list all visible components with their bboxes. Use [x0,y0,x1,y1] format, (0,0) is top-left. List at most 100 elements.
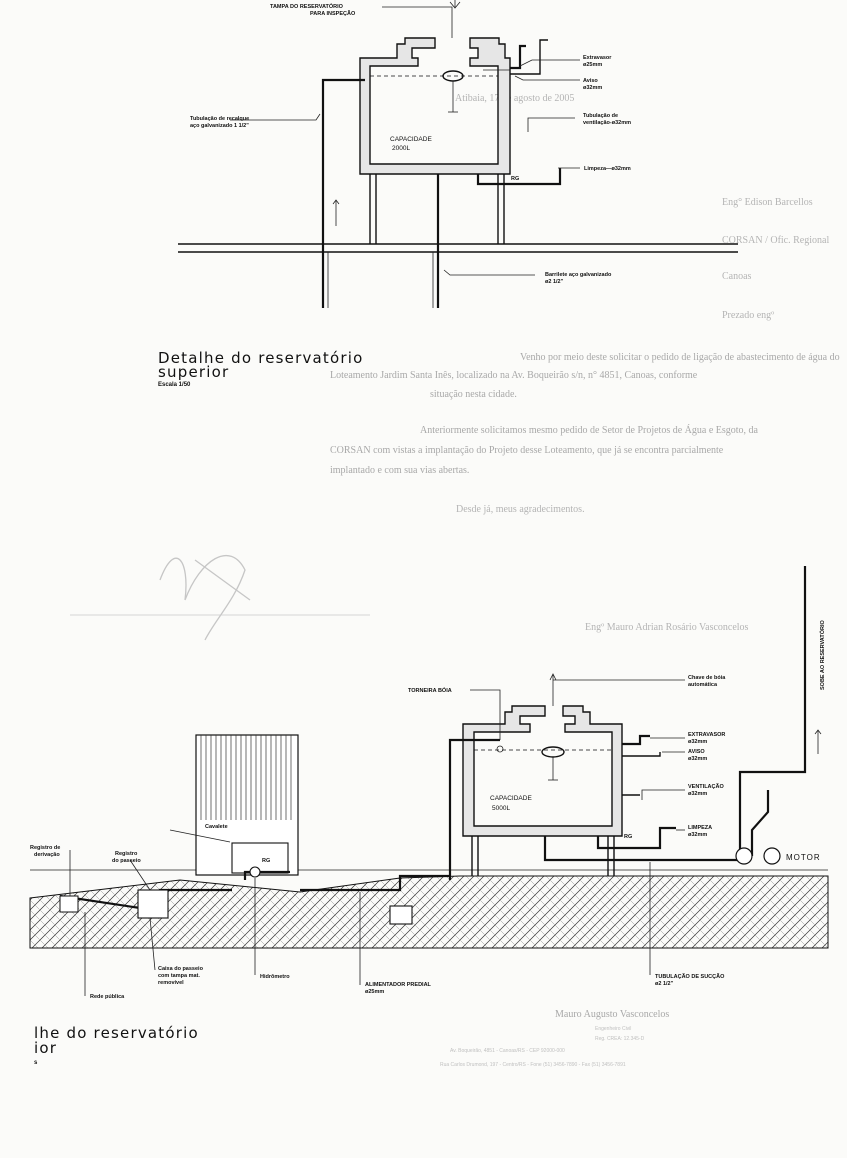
top-label-recalque-2: aço galvanizado 1 1/2" [190,123,249,129]
inlet-pipe [448,738,500,880]
riser-pipe [738,566,807,856]
label-caixa-passeio-3: removível [158,980,184,986]
label-torneira-boia: TORNEIRA BÓIA [408,686,452,694]
top-title-line2: superior [158,363,229,381]
bottom-tank-wall [462,705,623,837]
motor-pump-1 [735,847,753,865]
cavalete-pipe [243,870,290,880]
label-chave-boia-2: automática [688,682,718,688]
letter-date: Atibaia, 17 de agosto de 2005 [455,93,574,104]
cavalete-rg: RG [262,858,270,864]
label-caixa-passeio-2: com tampa mat. [158,973,200,979]
label-alimentador-1: ALIMENTADOR PREDIAL [365,982,432,988]
letter-closing: Desde já, meus agradecimentos. [456,504,585,515]
hidrometro-symbol [249,866,261,878]
suction-pipe [543,836,740,862]
faded-letter: Atibaia, 17 de agosto de 2005 Eng° Ediso… [70,93,840,1068]
limpeza-pipe [596,826,676,850]
derivacao-box [59,895,79,913]
top-label-recalque-1: Tubulação de recalque [190,116,249,122]
alimentador-box [389,905,413,925]
letter-signature-name: Engº Mauro Adrian Rosário Vasconcelos [585,622,749,633]
top-capacity-title: CAPACIDADE [390,136,432,143]
float-valve-ball [496,745,504,753]
letter-salutation: Prezado engº [722,310,774,321]
label-caixa-passeio-1: Caixa do passeio [158,966,204,972]
bottom-title-line1: lhe do reservatório [34,1024,199,1042]
top-label-ventilacao-2: ventilação-ø32mm [583,120,631,126]
top-label-barrilete-1: Barrilete aço galvanizado [545,272,612,278]
letter-footer-line1: Av. Boqueirão, 4851 - Canoas/RS - CEP 92… [450,1048,565,1054]
label-registro-passeio-1: Registro [115,851,138,857]
top-capacity-value: 2000L [392,145,410,152]
cavalete-box [231,842,289,874]
top-label-aviso-2: ø32mm [583,85,602,91]
top-ventilation-pipe [510,39,548,75]
label-succao-2: ø2 1/2" [655,981,674,987]
top-extravasor-pipe [510,44,526,70]
extravasor-pipe [622,734,650,746]
letter-footer-role: Engenheiro Civil [595,1026,631,1032]
alimentador-pipe [300,874,450,892]
letter-para2-line3: implantado e com sua vias abertas. [330,465,469,476]
top-label-extravasor-2: ø25mm [583,62,602,68]
top-float-valve [442,70,464,82]
label-motor: MOTOR [786,853,821,862]
label-aviso-2: ø32mm [688,756,707,762]
label-extravasor-2: ø32mm [688,739,707,745]
top-title-line1: Detalhe do reservatório [158,349,364,367]
label-registro-derivacao-1: Registro de [30,845,60,851]
bottom-reservoir-detail: TORNEIRA BÓIA Chave de bóia automática S… [29,566,829,1066]
letter-para1-line2: Loteamento Jardim Santa Inês, localizado… [330,370,698,381]
label-succao-1: TUBULAÇÃO DE SUCÇÃO [655,973,725,980]
letter-footer-line2: Rua Carlos Drumond, 197 - Centro/RS - Fo… [440,1062,626,1068]
bottom-float [541,746,565,758]
letter-recipient: Eng° Edison Barcellos [722,197,813,208]
top-label-barrilete-2: ø2 1/2" [545,279,564,285]
label-aviso-1: AVISO [688,749,705,755]
top-tank-wall [359,37,511,175]
top-recalque-pipe [321,78,365,308]
bottom-title-line3: s [34,1060,38,1066]
label-hidrometro: Hidrômetro [260,974,290,980]
top-label-limpeza: Limpeza—ø32mm [584,166,631,172]
letter-para1-line3: situação nesta cidade. [430,389,517,400]
bottom-label-rg: RG [624,834,632,840]
top-label-ventilacao-1: Tubulação de [583,113,618,119]
bottom-title-line2: ior [34,1039,57,1057]
top-label-extravasor-1: Extravasor [583,55,612,61]
label-cavalete: Cavalete [205,824,228,830]
letter-para1-line1: Venho por meio deste solicitar o pedido … [520,352,840,363]
top-label-rg: RG [511,176,519,182]
bottom-capacity-title: CAPACIDADE [490,795,532,802]
label-rede-publica: Rede pública [90,994,125,1000]
label-alimentador-2: ø25mm [365,989,384,995]
top-label-aviso-1: Aviso [583,78,598,84]
letter-city: Canoas [722,271,752,282]
label-chave-boia-1: Chave de bóia [688,675,726,681]
top-reservoir-detail: TAMPA DO RESERVATÓRIO PARA INSPEÇÃO Extr… [158,0,738,388]
label-registro-passeio-2: do passeio [112,858,141,864]
signature-scribble [159,555,251,641]
letter-company: CORSAN / Ofic. Regional [722,235,829,246]
top-limpeza-pipe [476,168,562,186]
bottom-capacity-value: 5000L [492,805,510,812]
top-scale: Escala 1/50 [158,382,191,388]
label-registro-derivacao-2: derivação [34,852,60,858]
passeio-box [137,889,169,919]
letter-footer-name: Mauro Augusto Vasconcelos [555,1009,669,1020]
letter-footer-crea: Reg. CREA: 12.345-D [595,1036,645,1042]
motor-pump-2 [763,847,781,865]
label-limpeza-2: ø32mm [688,832,707,838]
label-ventilacao-1: VENTILAÇÃO [688,783,724,790]
top-label-tampa-2: PARA INSPEÇÃO [310,10,356,17]
letter-para2-line1: Anteriormente solicitamos mesmo pedido d… [420,424,759,436]
label-sobe-reservatorio: SOBE AO RESERVATÓRIO [818,619,826,690]
label-extravasor-1: EXTRAVASOR [688,732,725,738]
motor-bypass [750,790,770,856]
top-label-tampa-1: TAMPA DO RESERVATÓRIO [270,2,344,10]
letter-para2-line2: CORSAN com vistas a implantação do Proje… [330,445,724,456]
label-ventilacao-2: ø32mm [688,791,707,797]
